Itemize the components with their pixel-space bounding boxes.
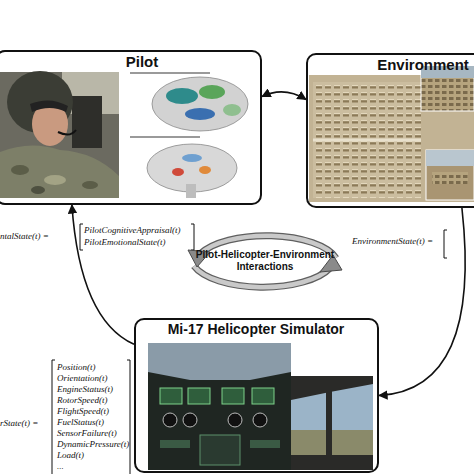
brain-region	[223, 104, 241, 116]
cockpit-switches	[250, 440, 280, 448]
cockpit-gauge	[163, 413, 177, 427]
brain-figure	[123, 68, 258, 200]
titled-box: Environment	[306, 53, 474, 208]
cycle-node: Pilot-Helicopter-Environment Interaction…	[186, 224, 344, 298]
window-frame	[291, 455, 373, 470]
state-variable: Load(t)	[57, 450, 84, 461]
cockpit-display	[252, 388, 274, 404]
state-variable: Orientation(t)	[57, 373, 108, 384]
brain-region	[172, 168, 184, 176]
cockpit-gauge	[183, 413, 197, 427]
tent-grid	[313, 82, 421, 198]
figure-caption-line	[130, 136, 200, 138]
state-variable: FlightSpeed(t)	[57, 406, 109, 417]
state-variable: EngineStatus(t)	[57, 384, 113, 395]
state-equation: rState(t) =	[0, 418, 38, 429]
state-variable: PilotEmotionalState(t)	[84, 237, 166, 248]
inset-sky	[426, 150, 474, 166]
brain-stem	[186, 184, 196, 198]
curved-connector	[379, 208, 465, 396]
cockpit-gauge	[228, 413, 242, 427]
box-title: Mi-17 Helicopter Simulator	[136, 321, 376, 338]
camo-spot	[82, 181, 98, 189]
cockpit-gauge	[253, 413, 267, 427]
brain-top	[152, 77, 248, 131]
state-equation: EnvironmentState(t) =	[352, 236, 433, 247]
brain-region	[199, 85, 225, 99]
window-view-photo	[291, 376, 373, 470]
cycle-label: Pilot-Helicopter-Environment Interaction…	[190, 249, 340, 273]
microphone-boom	[58, 130, 76, 135]
camo-spot	[31, 186, 45, 194]
bracket-right	[127, 360, 130, 474]
cockpit-display	[160, 388, 182, 404]
center-console	[200, 435, 240, 465]
bracket-left	[52, 360, 55, 474]
bracket-left	[444, 230, 447, 258]
inset-photo	[426, 150, 474, 200]
helmet-visor	[30, 100, 68, 112]
state-equation: ntalState(t) =	[0, 231, 49, 242]
state-variable: FuelStatus(t)	[57, 417, 104, 428]
state-variable: SensorFailure(t)	[57, 428, 117, 439]
pilot-photo	[0, 71, 119, 198]
cockpit-switches	[160, 440, 190, 448]
environment-photo	[309, 66, 474, 202]
sky	[291, 376, 373, 470]
state-variable: DynamicPressure(t)	[57, 439, 129, 450]
state-variable: PilotCognitiveAppraisal(t)	[84, 225, 181, 236]
cockpit-display	[222, 388, 244, 404]
camo-uniform	[0, 145, 119, 198]
box-title: Environment	[368, 56, 474, 74]
figure-background	[123, 68, 258, 200]
brain-region	[166, 88, 198, 104]
brain-region	[199, 166, 211, 174]
figure-caption-line	[130, 72, 210, 74]
camo-spot	[11, 165, 29, 175]
titled-box: Pilot	[0, 50, 262, 205]
camp-road	[313, 139, 421, 142]
cockpit-photo	[148, 343, 291, 470]
photo-background	[0, 72, 119, 198]
cockpit-panel	[148, 343, 291, 470]
state-variable: ...	[57, 461, 64, 472]
cockpit-windshield	[148, 343, 291, 380]
state-variable: Position(t)	[57, 362, 96, 373]
bracket-left	[80, 224, 83, 250]
inset-tents	[432, 172, 468, 184]
curved-connector	[72, 205, 134, 344]
brain-region	[185, 108, 215, 120]
seat-headrest	[72, 96, 102, 148]
bracket-right	[191, 224, 194, 250]
titled-box: Mi-17 Helicopter Simulator	[134, 318, 379, 473]
brain-region	[182, 154, 202, 162]
box-title: Pilot	[92, 53, 192, 71]
curved-connector	[262, 92, 306, 100]
vector-brackets	[52, 224, 447, 474]
camo-spot	[44, 175, 66, 185]
state-variable: RotorSpeed(t)	[57, 395, 107, 406]
cockpit-display	[188, 388, 210, 404]
